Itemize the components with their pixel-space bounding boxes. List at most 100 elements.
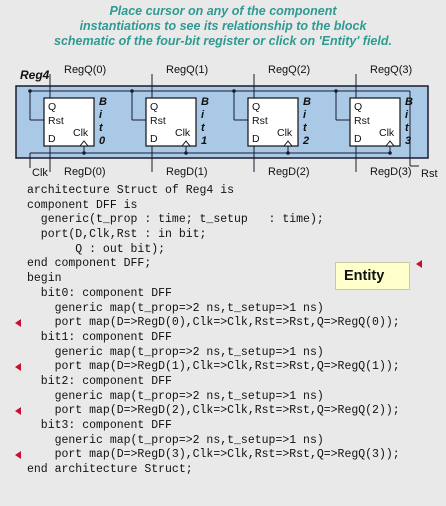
code-line: component DFF is [27, 199, 400, 214]
code-text: begin [27, 272, 62, 286]
pin-label-d: D [150, 133, 158, 145]
code-line: bit1: component DFF [27, 331, 400, 346]
q-output-label: RegQ(3) [370, 64, 412, 76]
q-output-label: RegQ(1) [166, 64, 208, 76]
d-input-label: RegD(2) [268, 166, 310, 178]
dff-box [349, 97, 401, 147]
code-text: generic map(t_prop=>2 ns,t_setup=>1 ns) [27, 389, 324, 403]
bit-label-letter: B [99, 96, 107, 108]
code-text: bit2: component DFF [27, 374, 172, 388]
instructions-line-1: Place cursor on any of the component [109, 4, 337, 18]
code-text: end architecture Struct; [27, 463, 193, 477]
instructions-line-3: schematic of the four-bit register or cl… [54, 34, 392, 48]
pin-label-rst: Rst [150, 115, 166, 127]
d-input-label: RegD(1) [166, 166, 208, 178]
instructions-line-2: instantiations to see its relationship t… [79, 19, 367, 33]
bit-label-letter: 2 [302, 135, 309, 147]
pin-label-clk: Clk [277, 127, 293, 139]
pin-label-q: Q [252, 101, 260, 113]
code-line: begin [27, 272, 400, 287]
q-output-label: RegQ(2) [268, 64, 310, 76]
bit-label-letter: B [201, 96, 209, 108]
bit-label-letter: i [201, 109, 205, 121]
code-line: generic map(t_prop=>2 ns,t_setup=>1 ns) [27, 390, 400, 405]
clock-edge-icon [180, 140, 192, 147]
pin-label-q: Q [48, 101, 56, 113]
pin-label-clk: Clk [73, 127, 89, 139]
code-line: generic map(t_prop=>2 ns,t_setup=>1 ns) [27, 346, 400, 361]
pointer-marker-icon [15, 407, 21, 416]
q-output-label: RegQ(0) [64, 64, 106, 76]
entity-marker-icon [416, 260, 422, 268]
instructions: Place cursor on any of the component ins… [0, 4, 446, 49]
pin-label-rst: Rst [252, 115, 268, 127]
pin-label-d: D [252, 133, 260, 145]
pointer-marker-icon [15, 319, 21, 328]
port-map-line[interactable]: port map(D=>RegD(3),Clk=>Clk,Rst=>Rst,Q=… [15, 448, 400, 463]
code-line: Q : out bit); [27, 243, 400, 258]
code-text: port map(D=>RegD(2),Clk=>Clk,Rst=>Rst,Q=… [27, 404, 400, 418]
bit-label-letter: t [303, 122, 308, 134]
clock-edge-icon [78, 140, 90, 147]
pointer-marker-icon [15, 451, 21, 460]
dff-box [43, 97, 95, 147]
pin-label-q: Q [354, 101, 362, 113]
code-text: bit1: component DFF [27, 330, 172, 344]
code-text: generic map(t_prop=>2 ns,t_setup=>1 ns) [27, 301, 324, 315]
clock-edge-icon [282, 140, 294, 147]
port-map-line[interactable]: port map(D=>RegD(2),Clk=>Clk,Rst=>Rst,Q=… [15, 404, 400, 419]
code-text: port map(D=>RegD(1),Clk=>Clk,Rst=>Rst,Q=… [27, 360, 400, 374]
bit-label-letter: t [405, 122, 410, 134]
pin-label-q: Q [150, 101, 158, 113]
code-text: bit3: component DFF [27, 419, 172, 432]
code-text: port map(D=>RegD(0),Clk=>Clk,Rst=>Rst,Q=… [27, 316, 400, 330]
clk-input-label: Clk [32, 167, 48, 179]
code-line: end component DFF; [27, 257, 400, 272]
code-text: port(D,Clk,Rst : in bit; [27, 228, 207, 242]
port-map-line[interactable]: port map(D=>RegD(1),Clk=>Clk,Rst=>Rst,Q=… [15, 360, 400, 375]
pin-label-d: D [48, 133, 56, 145]
d-input-label: RegD(3) [370, 166, 412, 178]
port-map-line[interactable]: port map(D=>RegD(0),Clk=>Clk,Rst=>Rst,Q=… [15, 316, 400, 331]
bit-label-letter: 3 [405, 135, 411, 147]
bit-label-letter: i [99, 109, 103, 121]
dff-box [145, 97, 197, 147]
bit-label-letter: i [405, 109, 409, 121]
code-line: generic(t_prop : time; t_setup : time); [27, 213, 400, 228]
code-text: end component DFF; [27, 257, 152, 271]
clock-edge-icon [384, 140, 396, 147]
bit-label-letter: B [303, 96, 311, 108]
pointer-marker-icon [15, 363, 21, 372]
code-text: generic map(t_prop=>2 ns,t_setup=>1 ns) [27, 345, 324, 359]
code-line: architecture Struct of Reg4 is [27, 184, 400, 199]
d-input-label: RegD(0) [64, 166, 106, 178]
pin-label-clk: Clk [175, 127, 191, 139]
code-text: bit0: component DFF [27, 286, 172, 300]
code-text: component DFF is [27, 198, 138, 212]
bit-label-letter: i [303, 109, 307, 121]
pin-label-rst: Rst [48, 115, 64, 127]
pin-label-rst: Rst [354, 115, 370, 127]
pin-label-clk: Clk [379, 127, 395, 139]
bit-label-letter: t [201, 122, 206, 134]
code-line: generic map(t_prop=>2 ns,t_setup=>1 ns) [27, 302, 400, 317]
code-text: architecture Struct of Reg4 is [27, 184, 235, 197]
code-line: bit0: component DFF [27, 287, 400, 302]
schematic-title: Reg4 [20, 68, 50, 82]
bit-label-letter: 0 [99, 135, 106, 147]
pin-label-d: D [354, 133, 362, 145]
code-line: bit2: component DFF [27, 375, 400, 390]
bit-label-letter: 1 [201, 135, 207, 147]
bit-label-letter: B [405, 96, 413, 108]
code-line: port(D,Clk,Rst : in bit; [27, 228, 400, 243]
code-text: port map(D=>RegD(3),Clk=>Clk,Rst=>Rst,Q=… [27, 448, 400, 462]
entity-field[interactable]: Entity [335, 262, 410, 290]
bit-label-letter: t [99, 122, 104, 134]
